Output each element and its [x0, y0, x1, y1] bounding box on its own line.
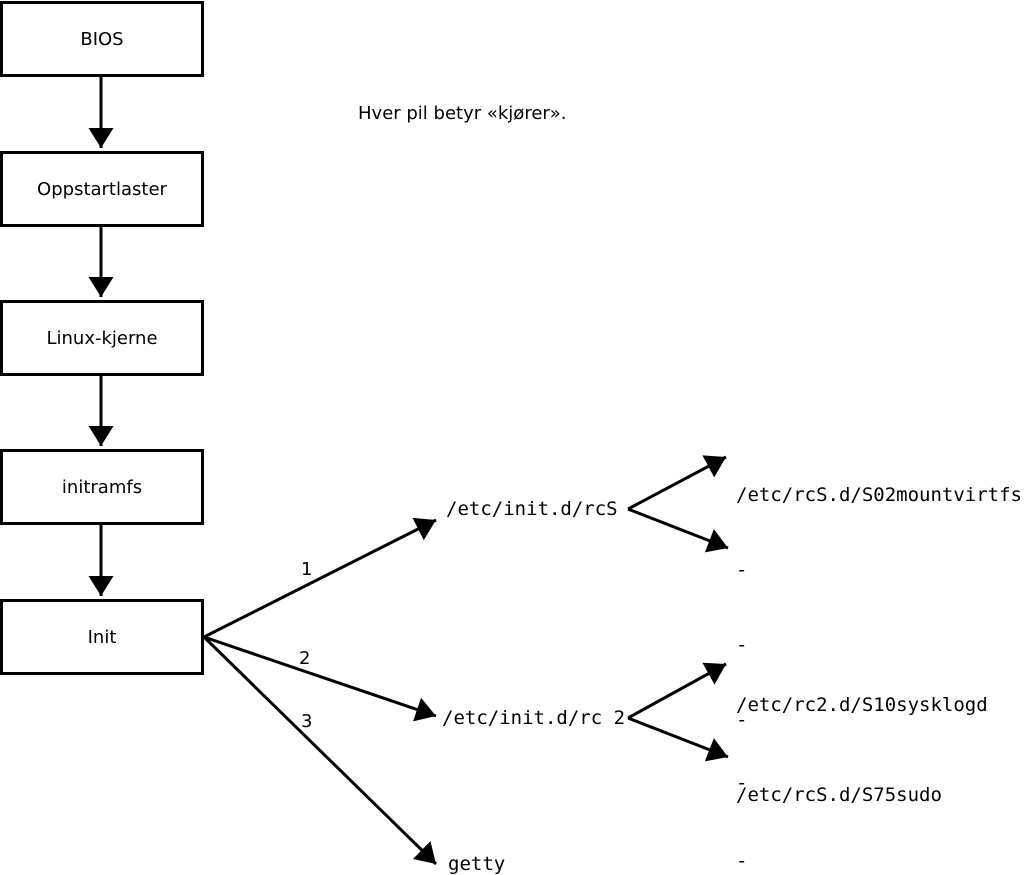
box-init-label: Init	[87, 626, 117, 648]
box-initramfs: initramfs	[0, 449, 204, 525]
box-bootloader: Oppstartlaster	[0, 151, 204, 227]
rc2-child: -	[736, 772, 748, 794]
arrow-rc2-to-S99gdm	[627, 716, 729, 762]
rcS-child: /etc/rcS.d/S75sudo	[736, 784, 942, 806]
rcS-children: /etc/rcS.d/S02mountvirtfs - - - /etc/rcS…	[736, 433, 1022, 858]
label-rc2: /etc/init.d/rc 2	[442, 707, 626, 729]
box-bootloader-label: Oppstartlaster	[37, 178, 167, 200]
rcS-child: -	[736, 634, 748, 656]
rcS-child: /etc/rcS.d/S02mountvirtfs	[736, 484, 1022, 506]
arrow-init-to-rc2	[203, 635, 437, 722]
arrow-number-1: 1	[301, 559, 313, 580]
box-linux-kernel: Linux-kjerne	[0, 300, 204, 376]
arrow-number-3: 3	[301, 711, 313, 732]
arrow-rc2-to-S10sysklogd	[627, 662, 727, 720]
arrow-init-to-getty	[202, 635, 438, 866]
label-getty: getty	[448, 853, 506, 875]
arrow-number-2: 2	[299, 648, 311, 669]
rc2-child: /etc/rc2.d/S10sysklogd	[736, 694, 988, 716]
rc2-children: /etc/rc2.d/S10sysklogd - - - /etc/rc2.d/…	[736, 640, 988, 875]
label-rcS: /etc/init.d/rcS	[446, 498, 618, 520]
arrow-init-to-rcS	[203, 517, 437, 639]
box-bios-label: BIOS	[80, 28, 124, 50]
rcS-child: -	[736, 559, 748, 581]
arrow-rcS-to-S75sudo	[627, 507, 729, 553]
box-bios: BIOS	[0, 1, 204, 77]
rc2-child: -	[736, 850, 748, 872]
note-arrow-meaning: Hver pil betyr «kjører».	[358, 103, 567, 124]
box-linux-kernel-label: Linux-kjerne	[46, 327, 158, 349]
arrow-rcS-to-S02mountvirtfs	[627, 455, 727, 511]
box-initramfs-label: initramfs	[61, 476, 143, 498]
rcS-child: -	[736, 709, 748, 731]
box-init: Init	[0, 599, 204, 675]
